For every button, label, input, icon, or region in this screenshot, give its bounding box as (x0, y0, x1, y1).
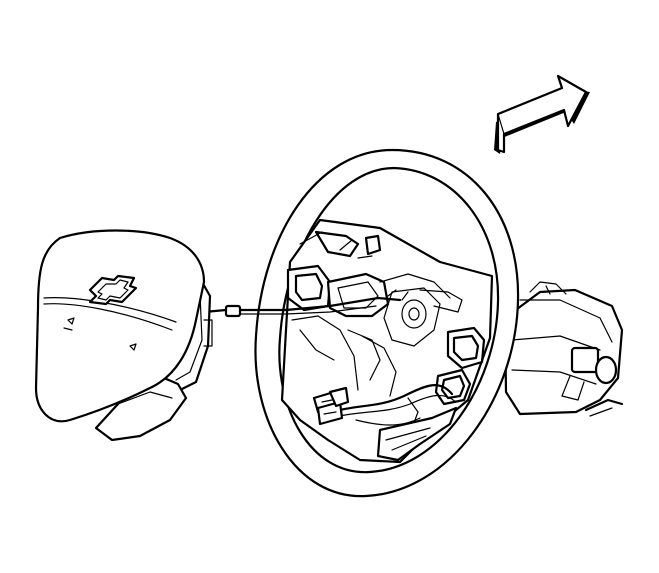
steering-column-icon (503, 281, 624, 417)
bowtie-emblem-icon (88, 274, 138, 306)
airbag-module-icon (34, 229, 213, 442)
steering-wheel-icon (254, 148, 520, 498)
direction-arrow-icon (494, 74, 590, 154)
